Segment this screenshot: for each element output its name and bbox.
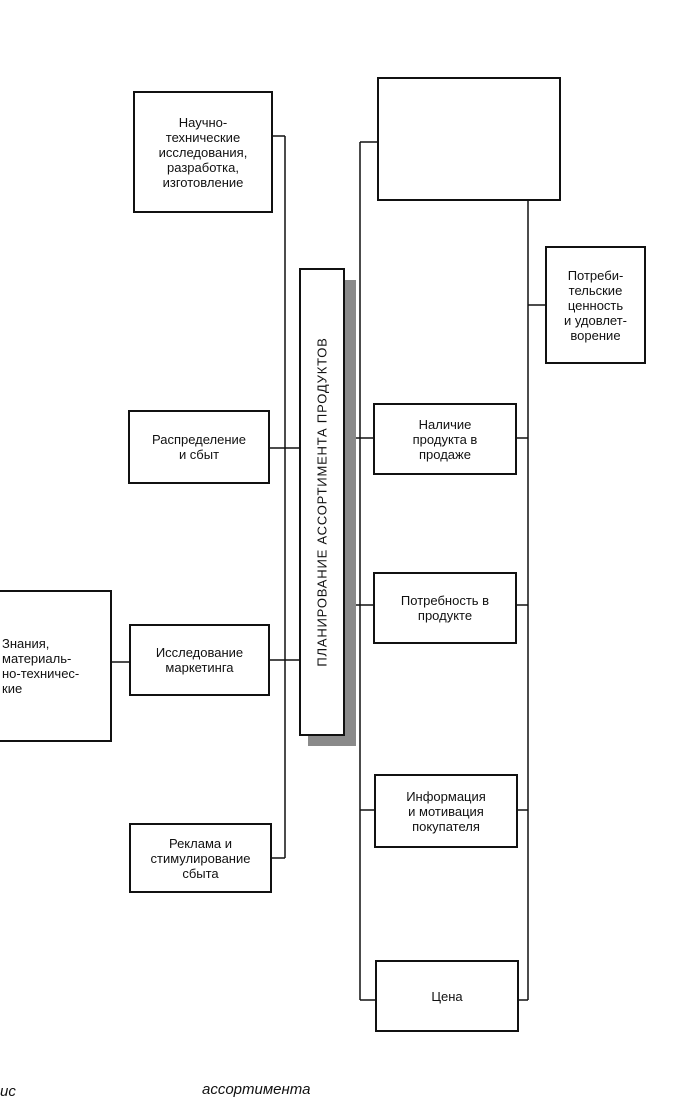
availability-box: Наличие продукта в продаже [373,403,517,475]
price-label: Цена [431,988,463,1004]
marketing-research-box: Исследование маркетинга [129,624,270,696]
knowledge-label: Знания, материаль- но-техничес- кие [2,636,80,696]
need-label: Потребность в продукте [400,593,490,623]
caption-center-fragment: ассортимента [202,1081,311,1098]
advertising-box: Реклама и стимулирование сбыта [129,823,272,893]
information-box: Информация и мотивация покупателя [374,774,518,848]
consumer-value-label: Потреби- тельские ценность и удовлет- во… [563,267,628,343]
marketing-research-label: Исследование маркетинга [155,645,244,675]
knowledge-box: Знания, материаль- но-техничес- кие [0,590,112,742]
research-box: Научно- технические исследования, разраб… [133,91,273,213]
availability-label: Наличие продукта в продаже [412,416,478,462]
central-planning-label: ПЛАНИРОВАНИЕ АССОРТИМЕНТА ПРОДУКТОВ [314,337,330,667]
central-planning-box: ПЛАНИРОВАНИЕ АССОРТИМЕНТА ПРОДУКТОВ [299,268,345,736]
distribution-box: Распределение и сбыт [128,410,270,484]
top-right-box [377,77,561,201]
price-box: Цена [375,960,519,1032]
research-label: Научно- технические исследования, разраб… [158,114,248,190]
consumer-value-box: Потреби- тельские ценность и удовлет- во… [545,246,646,364]
caption-left-fragment: ис [0,1083,16,1100]
need-box: Потребность в продукте [373,572,517,644]
distribution-label: Распределение и сбыт [151,432,247,462]
advertising-label: Реклама и стимулирование сбыта [150,835,251,881]
information-label: Информация и мотивация покупателя [406,788,486,834]
